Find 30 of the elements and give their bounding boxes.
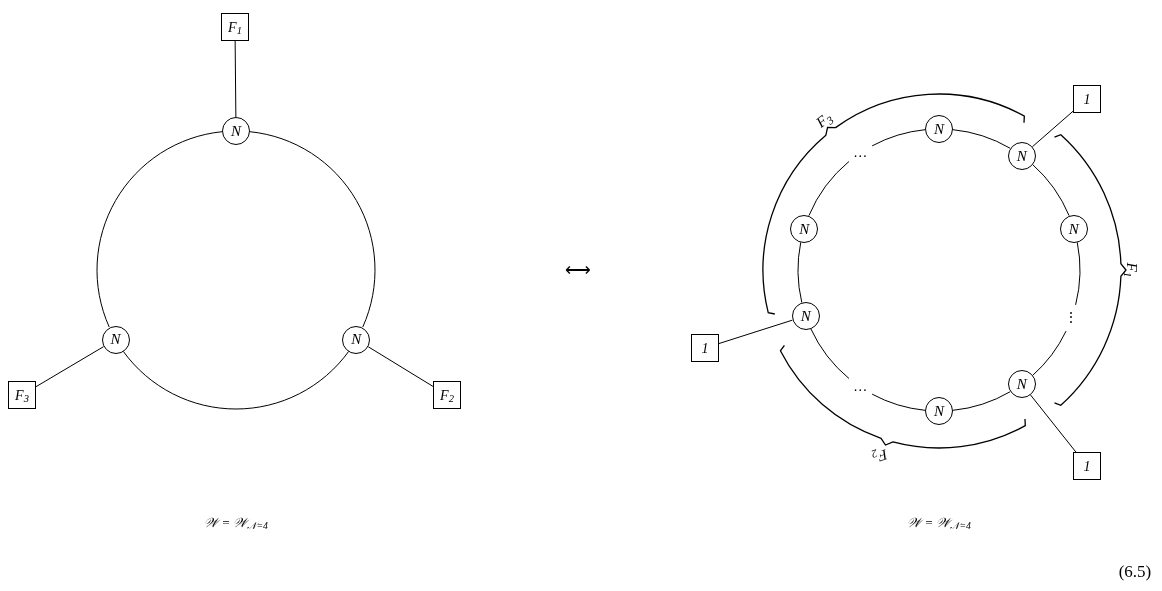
formula: 𝒲 = 𝒲$_{𝒩=4}$ xyxy=(907,514,971,533)
ellipsis: ⋮ xyxy=(1062,311,1081,326)
connector-line xyxy=(96,131,223,328)
connector-line xyxy=(234,40,237,118)
connector-line xyxy=(797,241,803,303)
connector-line xyxy=(871,393,926,411)
connector-line xyxy=(1030,394,1077,453)
connector-line xyxy=(808,161,850,217)
connector-line xyxy=(952,391,1011,411)
equivalence-arrow: ⟷ xyxy=(565,258,591,282)
connector-line xyxy=(718,319,793,345)
equation-number: (6.5) xyxy=(1118,561,1152,584)
formula: 𝒲 = 𝒲$_{𝒩=4}$ xyxy=(204,514,268,533)
connector-line xyxy=(122,350,350,410)
connector-line xyxy=(1075,241,1081,306)
connector-line xyxy=(810,328,850,379)
ellipsis: … xyxy=(851,379,870,394)
square-node: 1 xyxy=(1073,452,1101,480)
ellipsis: … xyxy=(851,146,870,161)
connector-line xyxy=(952,129,1011,149)
connector-line xyxy=(249,131,376,328)
square-node: 1 xyxy=(1073,85,1101,113)
connector-line xyxy=(1032,164,1070,217)
square-node: F$_{3}$ xyxy=(8,381,36,409)
connector-line xyxy=(1031,110,1074,148)
square-node: 1 xyxy=(691,334,719,362)
square-node: F$_{2}$ xyxy=(433,381,461,409)
connector-line xyxy=(1032,330,1067,376)
square-node: F$_{1}$ xyxy=(221,13,249,41)
connector-line xyxy=(871,129,926,147)
